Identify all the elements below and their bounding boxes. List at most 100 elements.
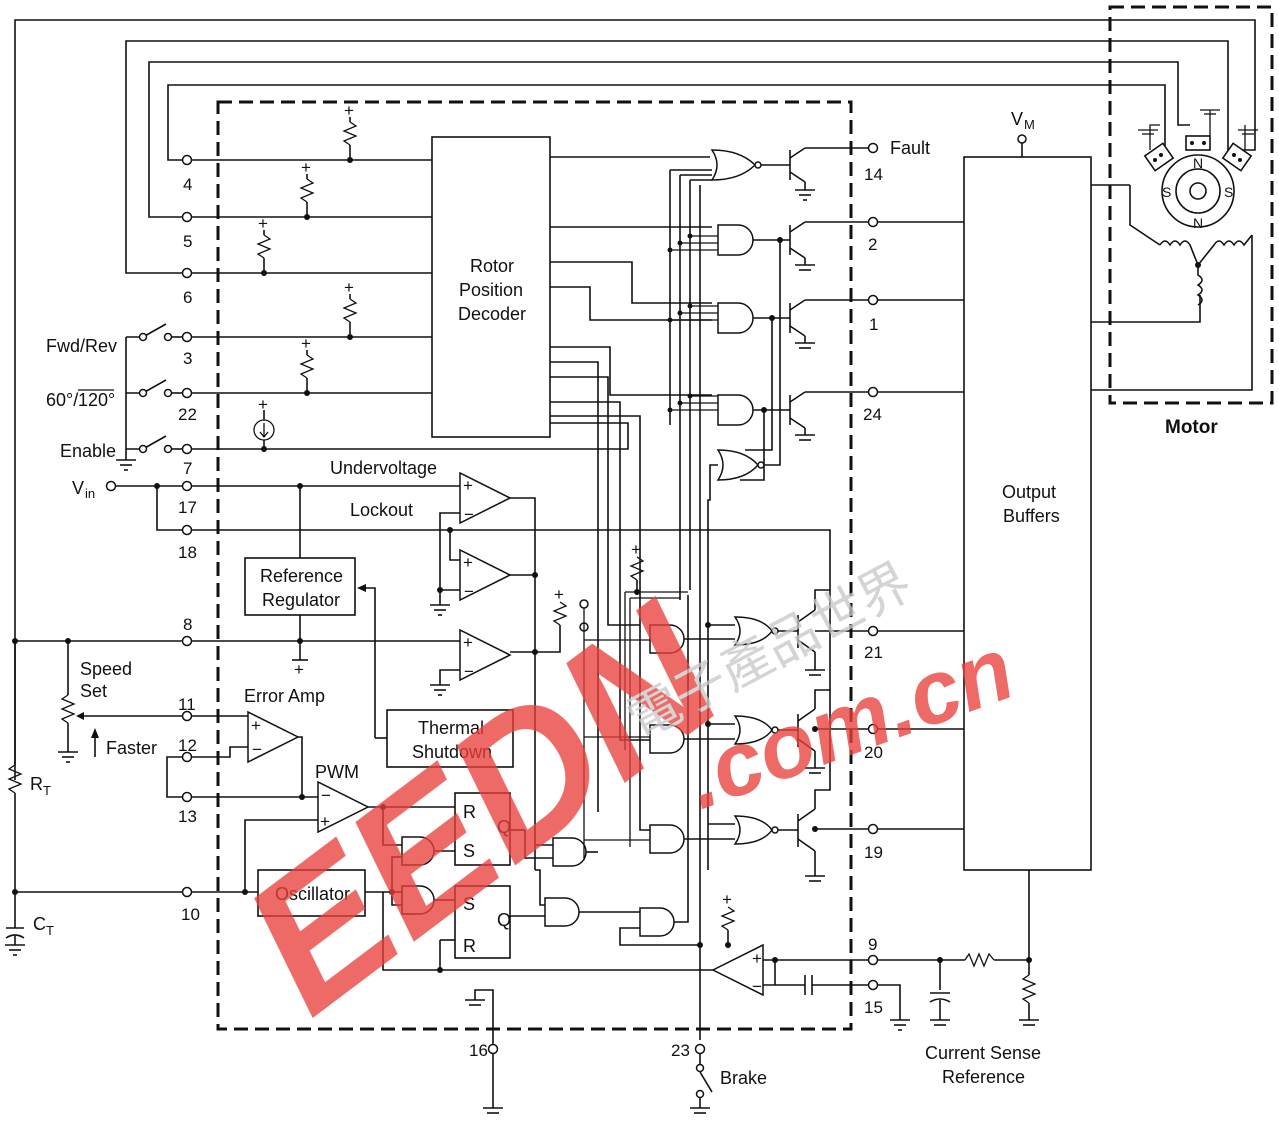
motor-boundary (1108, 5, 1274, 405)
input-lines: + + + + + + (192, 101, 629, 452)
svg-text:+: + (722, 890, 732, 909)
svg-text:+: + (463, 633, 473, 652)
svg-text:Regulator: Regulator (262, 590, 340, 610)
vin-label: V (72, 478, 84, 498)
svg-text:+: + (258, 395, 268, 414)
svg-text:Q: Q (497, 817, 511, 837)
error-amp-section: Error Amp +− PWM −+ (166, 686, 455, 892)
svg-text:S: S (1162, 184, 1171, 200)
vm-sub: M (1024, 117, 1035, 132)
svg-text:24: 24 (863, 405, 882, 424)
sixty-label: 60°/ (46, 390, 78, 410)
svg-text:+: + (301, 334, 311, 353)
svg-text:+: + (463, 476, 473, 495)
ct-label: C (33, 914, 46, 934)
faster-label: Faster (106, 738, 157, 758)
svg-text:+: + (294, 660, 304, 679)
svg-text:R: R (463, 936, 476, 956)
svg-text:15: 15 (864, 998, 883, 1017)
pin-10: 10 (181, 905, 200, 924)
decoder-outputs (550, 156, 712, 1040)
svg-text:9: 9 (868, 935, 877, 954)
svg-text:EEDN: EEDN (207, 563, 759, 1052)
svg-text:+: + (554, 585, 564, 604)
svg-text:−: − (252, 740, 262, 759)
pullup-resistors: + + + + + + (253, 101, 358, 449)
oscillator-flipflops: Oscillator R S Q S R Q (192, 595, 713, 973)
ct-sub: T (46, 923, 54, 938)
bottom-pins: 16 23 Brake (465, 989, 767, 1114)
lockout-label: Lockout (350, 500, 413, 520)
svg-text:+: + (320, 812, 330, 831)
speed-set-label-2: Set (80, 681, 107, 701)
svg-text:+: + (251, 716, 261, 735)
svg-text:+: + (301, 158, 311, 177)
svg-text:19: 19 (864, 843, 883, 862)
svg-text:Reference: Reference (260, 566, 343, 586)
svg-text:N: N (1193, 215, 1203, 231)
vin-sub: in (85, 486, 95, 501)
svg-text:+: + (631, 540, 641, 559)
output-buffers (963, 156, 1092, 871)
rt-sub: T (43, 783, 51, 798)
fault-gate: Fault 14 (710, 138, 930, 201)
pin-5: 5 (183, 232, 192, 251)
rotor-position-decoder (431, 136, 551, 438)
svg-text:Position: Position (459, 280, 523, 300)
brake-label: Brake (720, 1068, 767, 1088)
svg-text:−: − (464, 505, 474, 524)
speed-set-label: Speed (80, 659, 132, 679)
svg-text:+: + (752, 949, 762, 968)
svg-text:+: + (344, 101, 354, 120)
svg-text:Shutdown: Shutdown (412, 742, 492, 762)
svg-text:S: S (463, 894, 475, 914)
pin-3: 3 (183, 349, 192, 368)
svg-text:Rotor: Rotor (470, 256, 514, 276)
vm-label: V (1011, 109, 1023, 129)
left-pins: 4 5 6 3 22 7 17 18 8 11 12 13 10 (178, 154, 200, 924)
current-sense-label: Current Sense (925, 1043, 1041, 1063)
svg-text:−: − (464, 662, 474, 681)
hall-sensor-wires (14, 19, 1256, 780)
left-labels: Fwd/Rev 60°/ 120° Enable V in Speed Set … (30, 336, 157, 938)
svg-text:20: 20 (864, 743, 883, 762)
svg-text:+: + (463, 553, 473, 572)
svg-text:−: − (752, 977, 762, 996)
svg-text:21: 21 (864, 643, 883, 662)
bottom-drivers: 21 20 19 (583, 589, 883, 882)
pin-12: 12 (178, 736, 197, 755)
svg-text:−: − (464, 582, 474, 601)
top-drivers: 2 1 24 (667, 216, 882, 870)
watermark: EEDN .com.cn 電子產品世界 (207, 553, 1026, 1053)
svg-text:16: 16 (469, 1041, 488, 1060)
svg-text:Q: Q (497, 910, 511, 930)
pin-18: 18 (178, 543, 197, 562)
pin-8: 8 (183, 615, 192, 634)
ic-boundary (216, 100, 853, 1031)
pin-11: 11 (178, 695, 196, 714)
svg-text:+: + (258, 214, 268, 233)
svg-text:S: S (463, 841, 475, 861)
svg-text:+: + (344, 278, 354, 297)
left-wiring (5, 480, 183, 956)
svg-text:1: 1 (869, 315, 878, 334)
pin-7: 7 (183, 459, 192, 478)
svg-text:Decoder: Decoder (458, 304, 526, 324)
buffer-wires (878, 184, 1253, 960)
fault-label: Fault (890, 138, 930, 158)
pin-17: 17 (178, 498, 197, 517)
error-amp-label: Error Amp (244, 686, 325, 706)
svg-text:Buffers: Buffers (1003, 506, 1060, 526)
svg-text:N: N (1193, 155, 1203, 171)
svg-text:2: 2 (868, 235, 877, 254)
input-switches (116, 323, 187, 471)
current-sense-label-2: Reference (942, 1067, 1025, 1087)
svg-text:Output: Output (1002, 482, 1056, 502)
undervoltage-label: Undervoltage (330, 458, 437, 478)
thermal-shutdown: Thermal Shutdown (375, 709, 514, 768)
pwm-label: PWM (315, 762, 359, 782)
svg-text:S: S (1224, 184, 1233, 200)
pin-6: 6 (183, 288, 192, 307)
motor-symbol: N N S S Motor (1129, 109, 1258, 438)
